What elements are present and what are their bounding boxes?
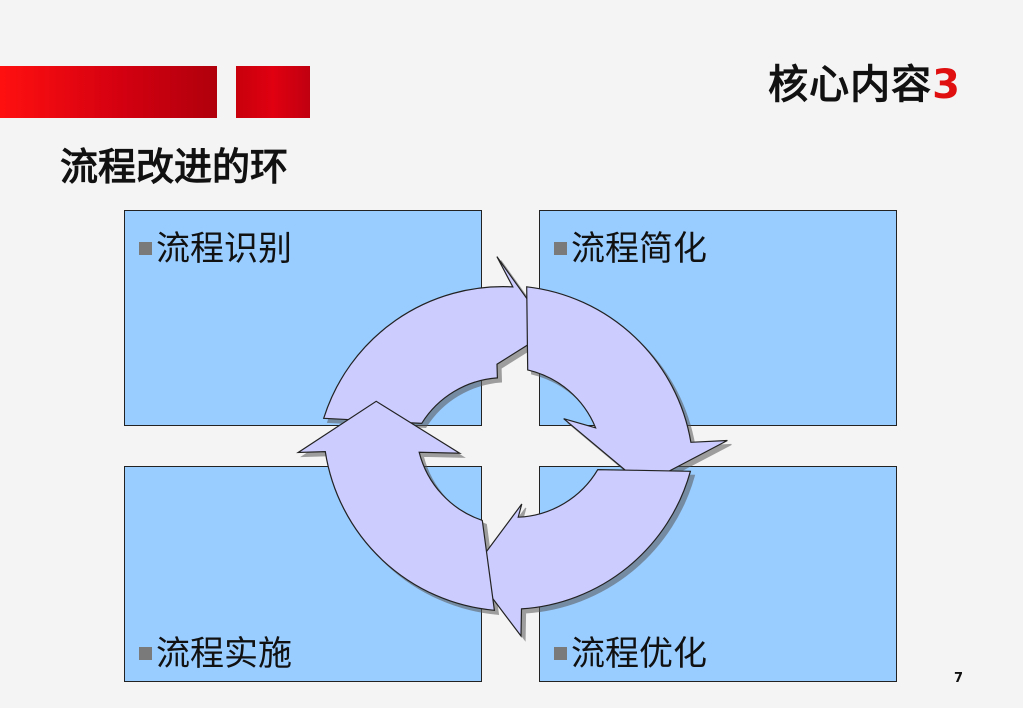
slide-title: 流程改进的环: [60, 145, 289, 189]
page-number: 7: [953, 671, 963, 686]
bullet-square-icon: [554, 241, 567, 255]
header-title: 核心内容3: [768, 62, 961, 108]
quadrant-label: 流程实施: [156, 634, 292, 674]
red-accent-block: [236, 66, 310, 118]
quadrant-identify: 流程识别: [124, 210, 482, 426]
header-number: 3: [932, 62, 961, 108]
bullet-square-icon: [554, 646, 567, 660]
bullet-square-icon: [139, 241, 152, 255]
quadrant-simplify: 流程简化: [539, 210, 897, 426]
quadrant-label: 流程识别: [156, 229, 292, 269]
quadrant-label: 流程优化: [571, 634, 707, 674]
bullet-square-icon: [139, 646, 152, 660]
red-accent-bar: [0, 66, 217, 118]
quadrant-implement: 流程实施: [124, 466, 482, 682]
quadrant-optimize: 流程优化: [539, 466, 897, 682]
quadrant-label: 流程简化: [571, 229, 707, 269]
